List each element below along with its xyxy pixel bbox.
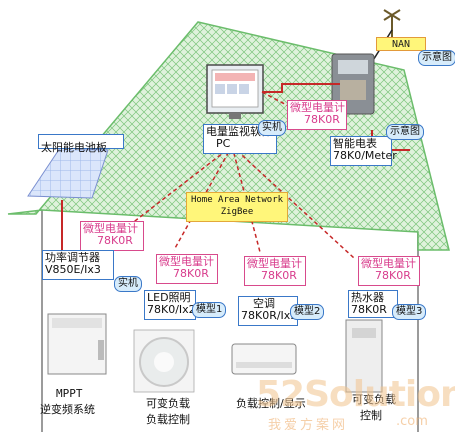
micro-meter-top-line1: 微型电量计: [290, 101, 345, 114]
tag-model1: 模型1: [192, 302, 227, 318]
pc-label-line1: 电量监视软件: [206, 125, 272, 138]
han-line2: ZigBee: [220, 207, 254, 217]
pc-monitor-icon: [206, 64, 264, 119]
han-line1: Home Area Network: [190, 195, 284, 205]
micro-meter-led-line2: 78K0R: [173, 267, 209, 280]
micro-meter-ac-line1: 微型电量计: [247, 257, 302, 270]
ac-label-box: 空调 78K0R/Ix3: [238, 296, 298, 326]
ac-line1: 空调: [253, 297, 275, 310]
load-caption-1: 可变负载: [146, 397, 190, 410]
ac-caption-1: 负载控制/显示: [236, 397, 306, 410]
pfc-line2: V850E/Ix3: [45, 263, 101, 276]
led-line2: 78K0/Ix2: [147, 303, 196, 316]
smart-meter-line2: 78K0/Meter: [333, 149, 397, 162]
micro-meter-led-box: 微型电量计 78K0R: [156, 254, 218, 284]
solar-panel-label-box: 太阳能电池板: [38, 134, 124, 154]
watermark-brand: 52Solution: [256, 374, 455, 415]
micro-meter-left-box: 微型电量计 78K0R: [80, 221, 144, 251]
pc-label-line2: PC: [216, 137, 231, 150]
led-line1: LED照明: [147, 291, 191, 304]
mppt-caption-1: MPPT: [56, 387, 83, 400]
micro-meter-left-line2: 78K0R: [97, 234, 133, 247]
air-conditioner-icon: [231, 343, 297, 375]
watermark-domain: .com: [396, 414, 428, 429]
micro-meter-heater-line2: 78K0R: [375, 269, 411, 282]
heater-label-box: 热水器 78K0R: [348, 290, 398, 318]
smart-meter-label-box: 智能电表 78K0/Meter: [330, 136, 397, 166]
heater-line2: 78K0R: [351, 303, 387, 316]
tag-demo-meter: 示意图: [386, 124, 424, 140]
micro-meter-ac-line2: 78K0R: [261, 269, 297, 282]
pfc-line1: 功率调节器: [45, 251, 100, 264]
mppt-caption-2: 逆变频系统: [40, 403, 95, 416]
han-zigbee-box: Home Area Network ZigBee: [186, 192, 288, 222]
micro-meter-heater-line1: 微型电量计: [361, 257, 416, 270]
solar-panel-icon: [27, 147, 109, 199]
pc-meter-link: [262, 83, 340, 93]
mppt-inverter-icon: [47, 313, 107, 375]
micro-meter-heater-box: 微型电量计 78K0R: [358, 256, 420, 286]
micro-meter-led-line1: 微型电量计: [159, 255, 214, 268]
smart-meter-line1: 智能电表: [333, 137, 377, 150]
micro-meter-top-box: 微型电量计 78K0R: [287, 100, 347, 130]
water-heater-icon: [345, 319, 383, 393]
tag-demo-top: 示意图: [418, 50, 455, 66]
nan-box: NAN: [376, 37, 426, 51]
heater-caption-1: 可变负载: [352, 393, 396, 406]
ac-line2: 78K0R/Ix3: [241, 309, 298, 322]
tag-model3: 模型3: [392, 304, 427, 320]
watermark-slogan: 我爱方案网: [268, 418, 349, 433]
micro-meter-left-line1: 微型电量计: [83, 222, 138, 235]
tag-real-pc: 实机: [258, 120, 286, 136]
pfc-label-box: 功率调节器 V850E/Ix3: [42, 250, 114, 280]
led-label-box: LED照明 78K0/Ix2: [144, 290, 196, 320]
led-lamp-icon: [133, 329, 195, 393]
load-caption-2: 负载控制: [146, 413, 190, 426]
solar-panel-label: 太阳能电池板: [41, 141, 107, 154]
nan-label: NAN: [391, 39, 411, 50]
tag-model2: 模型2: [290, 304, 325, 320]
micro-meter-top-line2: 78K0R: [304, 113, 340, 126]
heater-caption-2: 控制: [360, 409, 382, 422]
heater-line1: 热水器: [351, 291, 384, 304]
micro-meter-ac-box: 微型电量计 78K0R: [244, 256, 306, 286]
antenna-icon: [383, 9, 401, 40]
tag-real-pfc: 实机: [114, 276, 142, 292]
